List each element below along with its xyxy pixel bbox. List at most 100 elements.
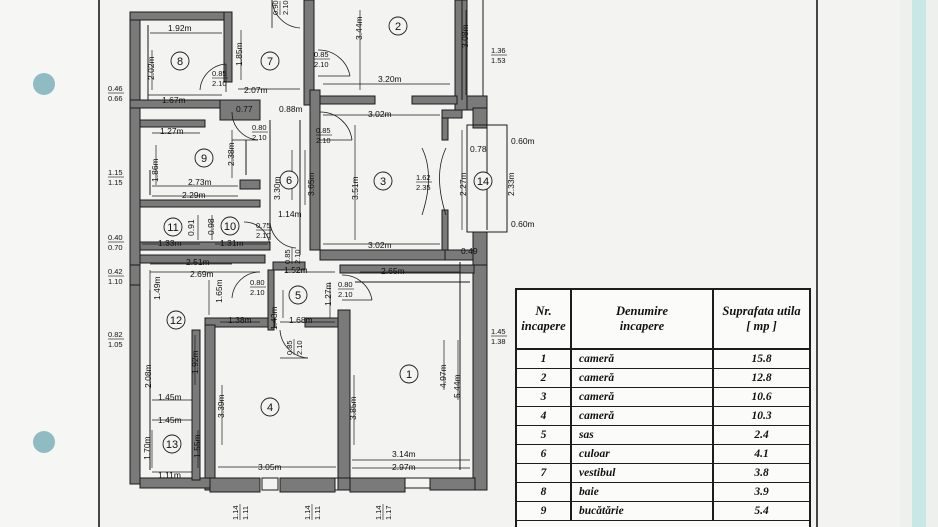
side-mark: 0.42 1.10 — [108, 267, 124, 286]
dim-label: 2.02m — [146, 56, 156, 80]
dim-label: 2.65m — [381, 266, 405, 276]
opening-label: 1.62 2.35 — [416, 173, 432, 192]
room-number: 9 — [201, 153, 207, 165]
svg-text:0.82: 0.82 — [108, 330, 123, 339]
svg-text:0.75: 0.75 — [256, 221, 271, 230]
svg-text:0.70: 0.70 — [108, 243, 123, 252]
dim-label: 1.43m — [269, 306, 279, 330]
room-numbers: 1 2 3 4 5 6 7 8 9 10 11 12 13 14 — [166, 21, 489, 451]
svg-text:1.14: 1.14 — [374, 505, 383, 520]
side-mark: 1.45 1.38 — [491, 327, 507, 346]
opening-label: 0.85 2.10 — [314, 50, 330, 69]
svg-text:0.42: 0.42 — [108, 267, 123, 276]
svg-text:0.40: 0.40 — [108, 233, 123, 242]
dim-label: 1.45m — [158, 392, 182, 402]
cell-nr: 3 — [517, 388, 572, 406]
svg-text:0.90: 0.90 — [271, 0, 280, 15]
room-5-marker — [288, 285, 308, 305]
svg-text:0.85: 0.85 — [212, 69, 227, 78]
svg-text:1.11: 1.11 — [241, 506, 250, 520]
svg-text:2.10: 2.10 — [293, 249, 302, 264]
svg-text:1.14: 1.14 — [303, 505, 312, 520]
svg-text:0.80: 0.80 — [252, 123, 267, 132]
svg-text:1.10: 1.10 — [108, 277, 123, 286]
cell-name: baie — [572, 483, 714, 501]
door-opening-labels: 0.90 2.10 0.85 2.10 0.85 2.10 0.80 2.10 … — [212, 0, 432, 355]
room-14-marker — [473, 171, 493, 191]
opening-label: 0.80 2.10 — [338, 280, 354, 299]
dim-label: 1.85m — [234, 42, 244, 66]
side-mark: 1.14 1.11 — [231, 504, 250, 520]
opening-label: 0.85 2.10 — [316, 126, 332, 145]
room-2-marker — [388, 16, 408, 36]
cell-nr: 1 — [517, 350, 572, 368]
dim-label: 1.27m — [323, 282, 333, 306]
dimension-labels: 1.92m 1.67m 2.07m 3.20m 3.02m 0.77 0.88m… — [158, 23, 535, 480]
side-mark: 0.46 0.66 — [108, 84, 124, 103]
dim-label: 0.88m — [279, 104, 303, 114]
opening-label: 0.80 2.10 — [250, 278, 266, 297]
dim-label: 1.38m — [228, 315, 252, 325]
dim-label: 1.65m — [214, 279, 224, 303]
room-number: 11 — [167, 222, 178, 234]
opening-label: 0.75 2.10 — [256, 221, 272, 240]
cell-nr: 7 — [517, 464, 572, 482]
room-8-marker — [170, 51, 190, 71]
dim-label: 3.30m — [272, 176, 282, 200]
dim-label: 1.14m — [278, 209, 302, 219]
svg-text:1.17: 1.17 — [384, 505, 393, 520]
room-3-marker — [373, 171, 393, 191]
dim-label: 1.92m — [190, 350, 200, 374]
cell-area: 3.8 — [754, 467, 769, 479]
header-nr: Nr.incapere — [517, 290, 572, 348]
cell-area: 10.6 — [751, 391, 772, 403]
svg-text:2.10: 2.10 — [314, 60, 329, 69]
svg-text:1.38: 1.38 — [491, 337, 506, 346]
dim-label: 4.97m — [438, 364, 448, 388]
room-13-marker — [162, 434, 182, 454]
cell-name: culoar — [572, 445, 714, 463]
dim-label: 1.68m — [289, 315, 313, 325]
dim-label: 2.69m — [190, 269, 214, 279]
side-mark: 1.15 1.15 — [108, 168, 124, 187]
dim-label: 3.39m — [216, 394, 226, 418]
svg-text:2.10: 2.10 — [250, 288, 265, 297]
svg-text:1.36: 1.36 — [491, 46, 506, 55]
dim-label: 1.55m — [192, 434, 202, 458]
svg-text:1.05: 1.05 — [108, 340, 123, 349]
svg-text:1.62: 1.62 — [416, 173, 431, 182]
dim-label: 3.51m — [350, 176, 360, 200]
svg-text:2.10: 2.10 — [281, 0, 290, 15]
dim-label: 1.11m — [158, 470, 181, 480]
cell-name: vestibul — [572, 464, 714, 482]
dim-label: 3.02m — [368, 240, 392, 250]
side-mark: 0.82 1.05 — [108, 330, 124, 349]
svg-text:1.53: 1.53 — [491, 56, 506, 65]
opening-label: 0.85 2.10 — [283, 248, 302, 264]
opening-label: 0.85 2.10 — [212, 69, 228, 88]
cell-area: 4.1 — [754, 448, 769, 460]
svg-text:0.85: 0.85 — [314, 50, 329, 59]
door-swings — [199, 0, 447, 359]
punch-hole-top — [33, 73, 55, 95]
svg-text:2.10: 2.10 — [252, 133, 267, 142]
cell-nr: 9 — [517, 502, 572, 520]
room-number: 10 — [224, 221, 236, 233]
dim-label: 0.98 — [206, 218, 216, 235]
cell-area: 3.9 — [754, 486, 769, 498]
dim-label: 1.27m — [160, 126, 184, 136]
svg-text:2.10: 2.10 — [338, 290, 353, 299]
dim-label: 0.60m — [511, 219, 535, 229]
cell-name: sas — [572, 426, 714, 444]
room-number: 4 — [267, 402, 273, 414]
dim-label: 1.31m — [220, 238, 244, 248]
room-markers — [162, 16, 493, 454]
dim-label: 3.05m — [258, 462, 282, 472]
